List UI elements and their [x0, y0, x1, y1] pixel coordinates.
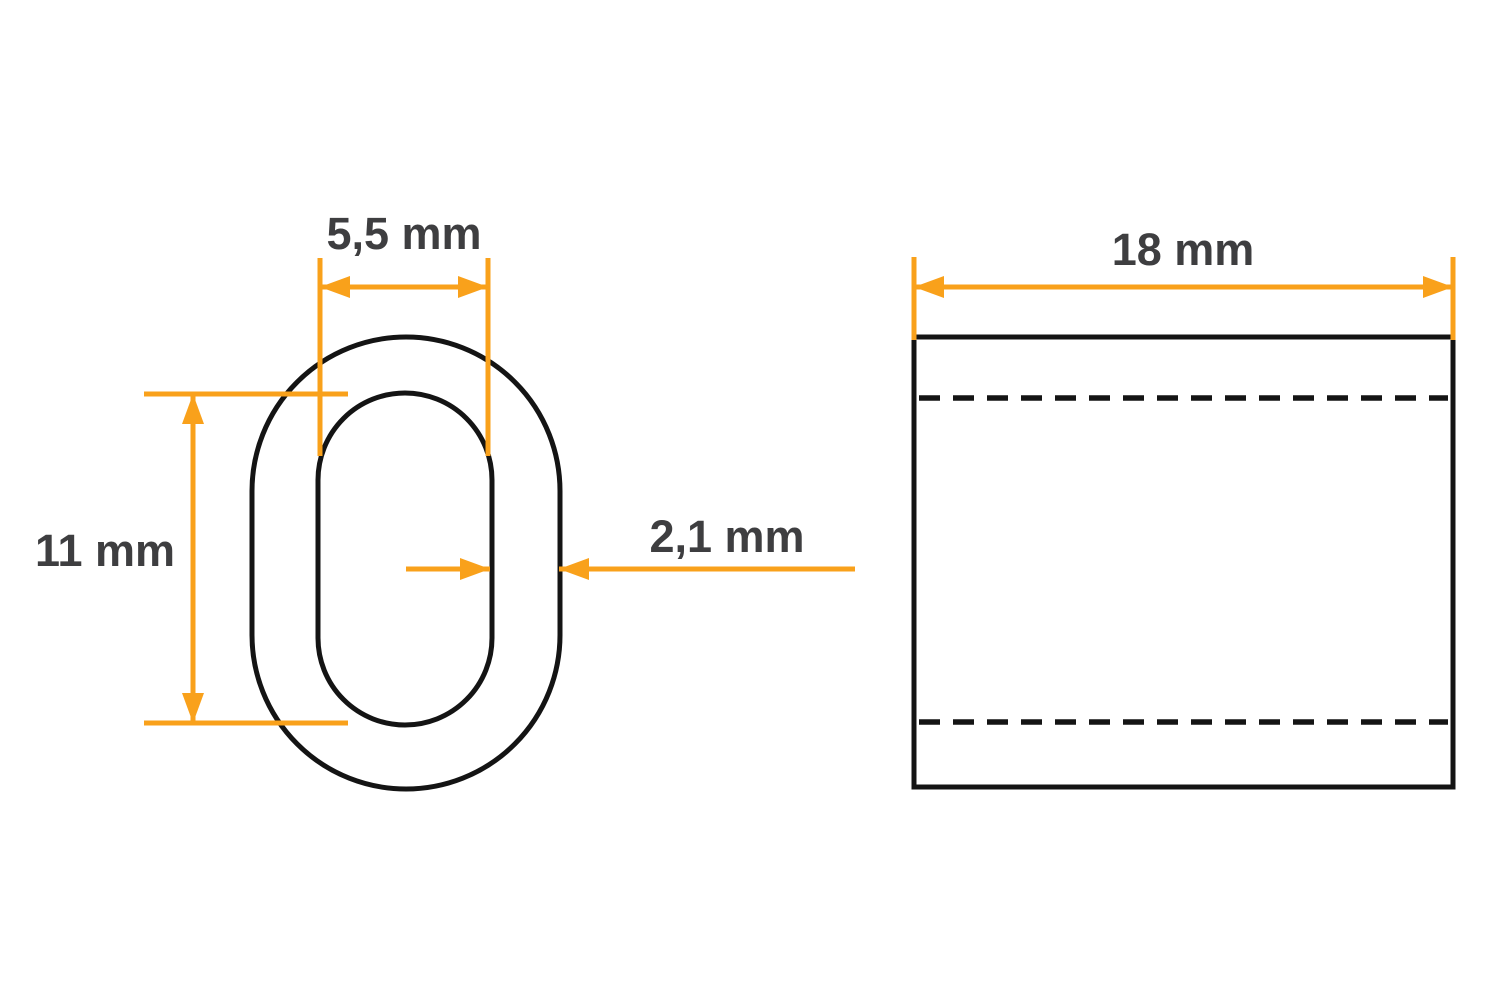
ferrule-bore-contour	[315, 390, 495, 728]
sleeve-body-contour	[911, 334, 1456, 790]
dimension-length: 18 mm	[911, 224, 1456, 340]
dimension-label-length: 18 mm	[1112, 224, 1255, 275]
dimension-bore-height: 11 mm	[35, 391, 348, 726]
dimension-label-bore-height: 11 mm	[35, 525, 175, 576]
dimension-label-bore-width: 5,5 mm	[326, 208, 481, 259]
side-view	[911, 334, 1456, 790]
dimension-label-wall-thickness: 2,1 mm	[649, 511, 804, 562]
dimension-bore-width: 5,5 mm	[317, 208, 491, 456]
dimension-wall-thickness: 2,1 mm	[406, 511, 855, 580]
